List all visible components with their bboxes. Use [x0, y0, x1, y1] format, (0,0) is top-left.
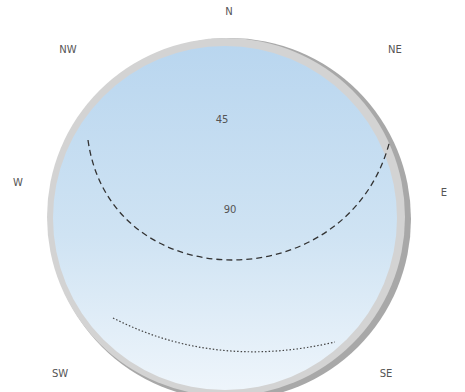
- compass-label: NE: [388, 45, 402, 55]
- compass-label: SE: [380, 369, 393, 379]
- altitude-label: 45: [216, 115, 229, 125]
- summer-sun-path: [88, 140, 390, 260]
- sky-dome: [53, 46, 397, 390]
- compass-label: NW: [59, 45, 76, 55]
- horizon-rim: [47, 38, 405, 392]
- altitude-label: 90: [224, 205, 237, 215]
- winter-sun-path: [113, 318, 335, 352]
- compass-label: SW: [52, 369, 68, 379]
- compass-label: N: [225, 7, 232, 17]
- compass-label: E: [441, 188, 447, 198]
- compass-label: W: [13, 178, 23, 188]
